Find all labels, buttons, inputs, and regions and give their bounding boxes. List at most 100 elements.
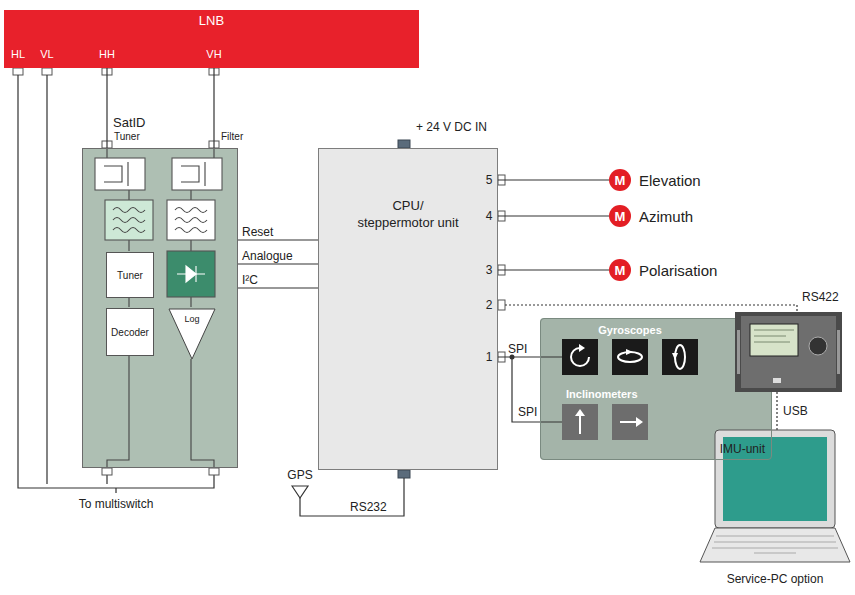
motor-symbol: MAzimuth — [609, 205, 631, 227]
inclinometer-icons — [562, 404, 648, 440]
port-number: 4 — [486, 209, 493, 223]
drawing-path — [18, 75, 214, 484]
drawing-polygon — [186, 266, 196, 282]
group-label: Inclinometers — [566, 388, 638, 401]
drawing-ellipse — [618, 352, 642, 362]
drawing-rect — [773, 378, 781, 383]
node-heading: Azimuth — [639, 208, 693, 225]
node-heading: Elevation — [639, 172, 701, 189]
drawing-path — [18, 484, 214, 493]
decoder-box: Decoder — [106, 308, 154, 356]
node-text: CPU/ steppermotor unit — [356, 197, 461, 231]
drawing-rect — [612, 339, 648, 375]
node-text: SatID — [113, 115, 146, 130]
drawing-polygon — [626, 349, 633, 355]
drawing-polygon — [575, 409, 585, 416]
gyroscope-icons — [562, 339, 698, 375]
drawing-rect — [662, 339, 698, 375]
drawing-polygon — [636, 417, 643, 427]
drawing-rect — [750, 324, 798, 356]
port-name: Tuner — [114, 131, 140, 143]
drawing-path — [104, 162, 128, 186]
drawing-rect — [209, 468, 219, 475]
signal-name: Reset — [242, 225, 273, 239]
signal-line — [498, 269, 609, 270]
signal-line — [106, 68, 107, 148]
drawing-path — [776, 392, 777, 430]
signal-name: Analogue — [242, 249, 293, 263]
drawing-rect — [13, 68, 23, 75]
port-name: HH — [99, 47, 115, 61]
port-number: 1 — [486, 350, 493, 364]
drawing-polygon — [579, 344, 585, 352]
drawing-path — [113, 208, 145, 233]
laptop-illustration — [700, 430, 850, 562]
satid-ports — [102, 141, 219, 475]
power-label: + 24 V DC IN — [416, 120, 487, 134]
node-text: Decoder — [111, 327, 149, 338]
signal-name: USB — [783, 404, 808, 418]
drawing-rect — [172, 158, 222, 190]
drawing-polygon — [672, 353, 678, 360]
port-name: HL — [11, 47, 25, 61]
node-text: M — [615, 263, 626, 278]
drawing-path — [107, 148, 214, 158]
signal-line — [498, 179, 609, 180]
drawing-rect — [837, 330, 840, 374]
port-name: Filter — [221, 131, 243, 143]
signal-line — [498, 215, 609, 216]
device-label: Service-PC option — [727, 572, 824, 586]
drawing-path — [181, 162, 205, 186]
node-text: Log — [168, 308, 216, 324]
port-name: VL — [40, 47, 53, 61]
motor-symbol: MElevation — [609, 169, 631, 191]
drawing-path — [175, 208, 207, 233]
signal-name: I²C — [242, 273, 258, 287]
signal-line — [498, 356, 540, 357]
signal-line — [238, 263, 318, 264]
node-text: Tuner — [117, 270, 143, 281]
drawing-rect — [737, 330, 740, 374]
port-number: 3 — [486, 263, 493, 277]
drawing-path — [177, 266, 205, 282]
drawing-rect — [741, 316, 836, 388]
signal-name: SPI — [518, 405, 537, 419]
cpu-unit: CPU/ steppermotor unit — [318, 148, 498, 470]
drawing-path — [505, 305, 797, 312]
port-number: 2 — [486, 298, 493, 312]
coax-wires — [18, 75, 214, 493]
drawing-path — [512, 357, 562, 422]
drawing-circle — [809, 337, 827, 355]
signal-name: RS422 — [802, 290, 839, 304]
drawing-path — [580, 414, 638, 434]
log-amplifier: Log — [168, 308, 216, 360]
triangle-shape — [169, 309, 215, 359]
drawing-rect — [102, 468, 112, 475]
signal-line — [238, 287, 318, 288]
signal-name: SPI — [508, 342, 527, 356]
node-text: IMU-unit — [720, 442, 765, 456]
drawing-rect — [715, 430, 835, 528]
drawing-rect — [82, 148, 238, 468]
lnb-ports — [13, 68, 219, 75]
drawing-rect — [398, 470, 410, 478]
drawing-path — [754, 330, 794, 342]
target-label: To multiswitch — [79, 497, 154, 511]
signal-line — [213, 68, 214, 148]
tuner-box: Tuner — [106, 252, 154, 298]
node-text: LNB — [4, 13, 419, 28]
node-heading: Polarisation — [639, 262, 717, 279]
drawing-path — [292, 486, 308, 498]
drawing-rect — [167, 251, 215, 297]
drawing-rect — [167, 200, 215, 240]
drawing-ellipse — [675, 345, 685, 369]
drawing-path — [700, 528, 850, 562]
drawing-rect — [735, 312, 842, 392]
antenna-label: GPS — [287, 468, 312, 482]
drawing-rect — [42, 68, 52, 75]
drawing-rect — [562, 339, 598, 375]
drawing-rect — [398, 140, 410, 148]
port-number: 5 — [486, 173, 493, 187]
port-name: VH — [206, 47, 221, 61]
